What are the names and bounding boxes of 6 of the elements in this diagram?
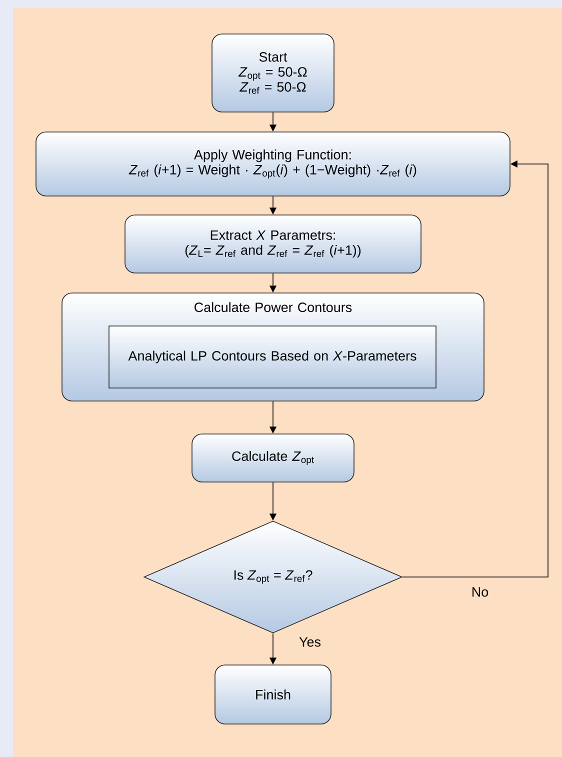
sub-process-box: Analytical LP Contours Based on X-Parameters	[108, 326, 436, 388]
process-box: Start Z$_{opt}$ = 50-Ω Z$_{ref}$ = 50-Ω	[212, 34, 334, 112]
process-box: Calculate Z$_{opt}$	[192, 434, 354, 482]
process-box: Finish	[214, 664, 332, 724]
process-box: Extract X Parametrs: (Z$_{L}$= Z$_{ref}$ and Z$_{ref}$ = Z$_{ref}$ (i+1))	[124, 214, 422, 274]
process-box: Apply Weighting Function: Z$_{ref}$ (i+1) = Weight · Z$_{opt}$(i) + (1−Weight) ·Z$_{ref}$ (i)	[36, 132, 510, 196]
